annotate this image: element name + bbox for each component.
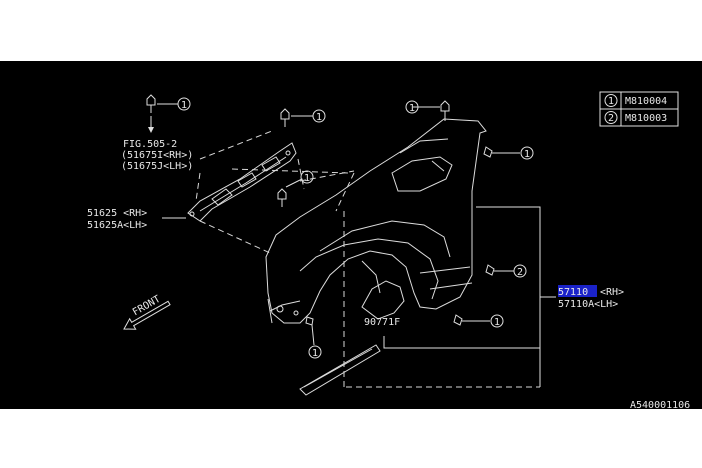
- bolt-marker-a: 1: [181, 100, 187, 111]
- bolt-marker-d: 1: [409, 103, 415, 114]
- legend-code-2: M810003: [625, 113, 667, 124]
- legend-table: 1 M810004 2 M810003: [599, 91, 679, 127]
- protector-label: 90771F: [364, 317, 400, 328]
- wheel-arch-protector: [299, 280, 405, 396]
- bolt-bracket-top: 1: [280, 108, 326, 127]
- bracket-label-lh: 51625A<LH>: [87, 220, 147, 231]
- fender-label-rh-side: <RH>: [600, 287, 624, 298]
- fender-leader: [383, 206, 556, 387]
- fender-label-rh-code[interactable]: 57110: [558, 287, 588, 298]
- bolt-marker-h: 1: [312, 348, 318, 359]
- legend-marker-2: 2: [608, 113, 614, 124]
- bolt-fender-front-lower: 1: [305, 316, 322, 359]
- fig-reference-lh: (51675J<LH>): [121, 161, 193, 172]
- front-label: FRONT: [131, 294, 163, 319]
- bolt-fender-rear-top: 1: [483, 146, 534, 160]
- bolt-top-left: 1: [146, 94, 191, 133]
- fender-label-lh: 57110A<LH>: [558, 299, 618, 310]
- bolt-fender-rear-lower: 1: [453, 314, 504, 328]
- bolt-marker-b: 1: [316, 112, 322, 123]
- bolt-bracket-middle: 1: [277, 170, 314, 207]
- bolt-marker-g: 1: [494, 317, 500, 328]
- fig-reference-rh: (51675I<RH>): [121, 150, 193, 161]
- fig-reference: FIG.505-2: [123, 139, 177, 150]
- highlight-bar: [558, 285, 597, 297]
- parts-diagram: 1 M810004 2 M810003 1 FIG.505-2 (51675I<…: [0, 61, 702, 411]
- fender-bracket: [187, 142, 297, 222]
- legend-code-1: M810004: [625, 96, 667, 107]
- front-direction-arrow: FRONT: [123, 294, 171, 330]
- bolt-fender-top: 1: [405, 100, 450, 121]
- bolt-marker-f: 2: [517, 267, 523, 278]
- legend-marker-1: 1: [608, 96, 614, 107]
- bracket-label-rh: 51625 <RH>: [87, 208, 147, 219]
- diagram-code: A540001106: [630, 400, 690, 409]
- bolt-marker-e: 1: [524, 149, 530, 160]
- front-fender: [265, 118, 487, 324]
- bolt-marker-c: 1: [304, 173, 310, 184]
- bolt-fender-rear-middle: 2: [485, 264, 527, 278]
